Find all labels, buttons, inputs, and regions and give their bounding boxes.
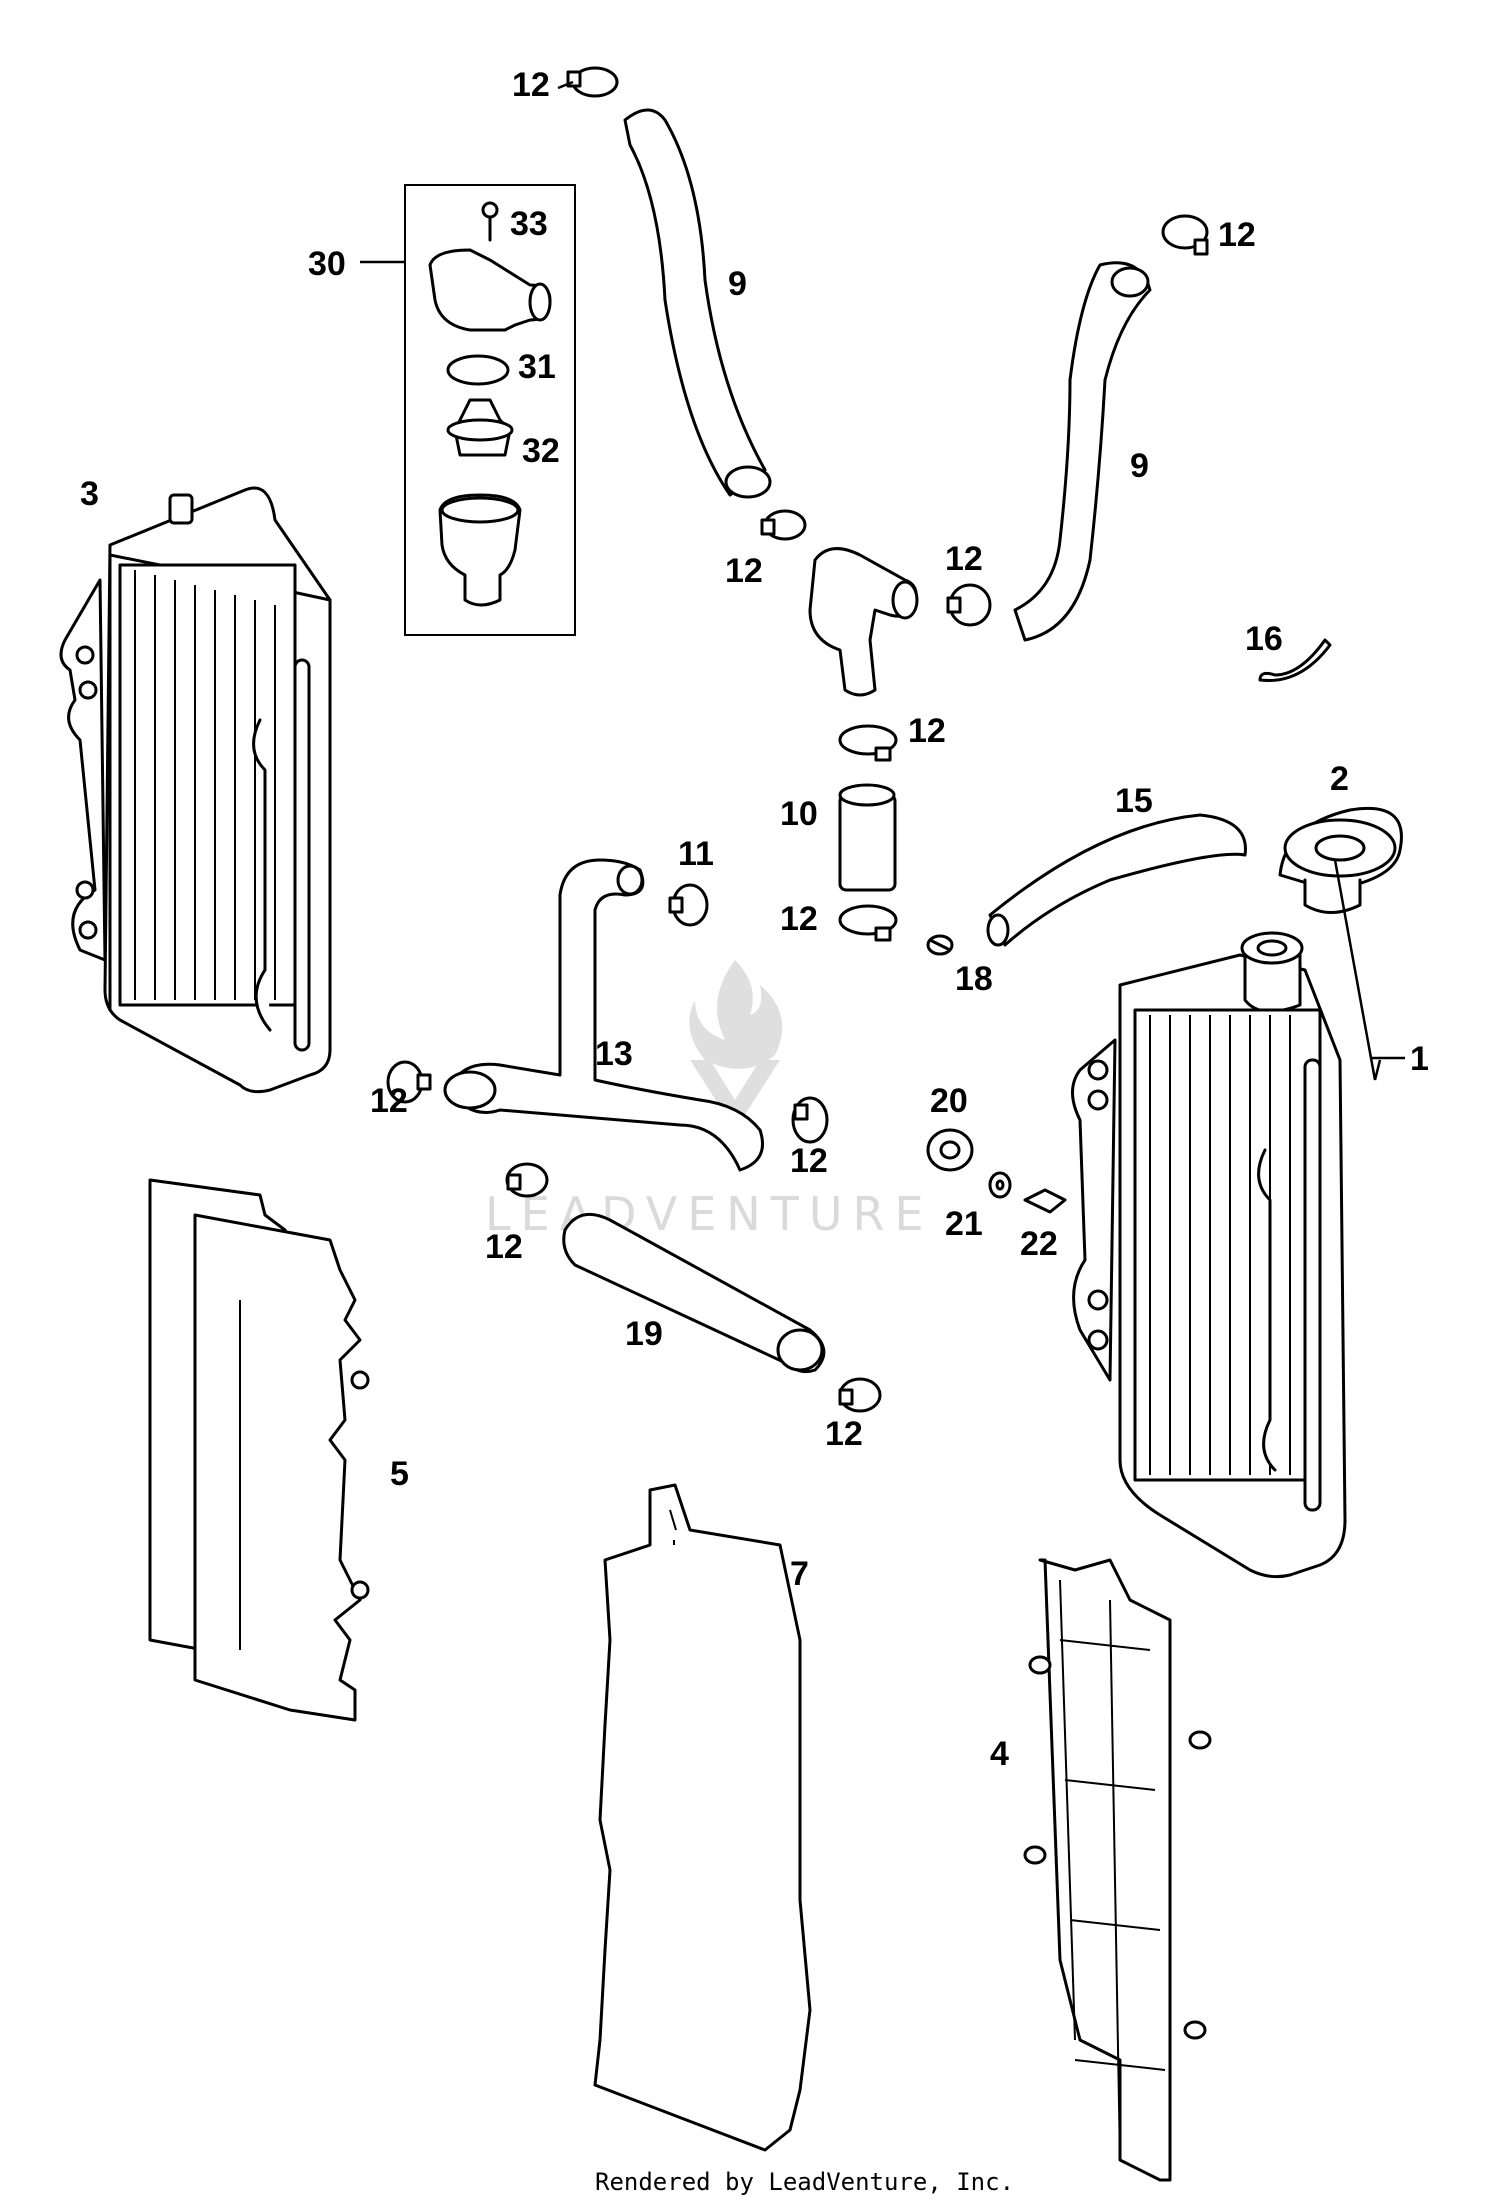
footer-credit: Rendered by LeadVenture, Inc. <box>595 2168 1014 2196</box>
callout-11: 11 <box>678 835 714 873</box>
thermostat-housing-kit <box>404 184 576 636</box>
radiator-screen-7 <box>593 1483 812 2152</box>
short-hose-10 <box>838 783 897 892</box>
radiator-cap <box>1278 806 1403 914</box>
overflow-hose-15 <box>988 813 1247 947</box>
clamp-12g <box>386 1060 432 1104</box>
clamp-12d <box>946 583 992 627</box>
callout-3: 3 <box>80 475 99 513</box>
callout-12f: 12 <box>780 900 818 938</box>
callout-labels: 1 2 3 4 5 7 9 9 10 11 12 12 12 12 12 12 … <box>80 66 1429 1773</box>
leadventure-watermark: LEADVENTURE <box>485 960 934 1241</box>
callout-12g: 12 <box>370 1082 408 1120</box>
left-radiator <box>59 486 332 1094</box>
callout-1: 1 <box>1410 1040 1429 1078</box>
hose-clamps-12 <box>386 66 1209 1413</box>
callout-16: 16 <box>1245 620 1283 658</box>
radiator-bracket-4 <box>1023 1558 1212 2182</box>
o-ring-31 <box>446 354 510 386</box>
clamp-12h <box>791 1096 829 1144</box>
callout-12a: 12 <box>512 66 550 104</box>
t-hose-13 <box>448 858 764 1172</box>
clamp-11 <box>668 883 709 927</box>
clamp-12f <box>838 904 898 942</box>
t-fitting <box>808 547 919 697</box>
callout-15: 15 <box>1115 782 1153 820</box>
clamp-12i <box>505 1162 549 1198</box>
callout-21: 21 <box>945 1205 983 1243</box>
clamp-18 <box>926 934 954 956</box>
clamp-12a <box>566 66 619 98</box>
callout-4: 4 <box>990 1735 1009 1773</box>
clip-16 <box>1258 638 1332 683</box>
upper-hose-9-left <box>623 108 767 497</box>
clamp-12j <box>838 1377 882 1413</box>
leader-lines <box>360 80 1405 1081</box>
callout-10: 10 <box>780 795 818 833</box>
watermark-text: LEADVENTURE <box>485 1187 934 1241</box>
callout-5: 5 <box>390 1455 409 1493</box>
bolt-22 <box>1023 1188 1067 1214</box>
callout-12c: 12 <box>725 552 763 590</box>
callout-32: 32 <box>522 432 560 470</box>
callout-7: 7 <box>790 1555 809 1593</box>
right-radiator <box>1071 931 1347 1579</box>
clamp-12e <box>838 724 898 762</box>
grommet-20 <box>926 1128 974 1172</box>
clamp-12c <box>760 509 807 541</box>
callout-12b: 12 <box>1218 216 1256 254</box>
thermostat-housing <box>438 493 522 607</box>
screw-33 <box>481 201 499 242</box>
callout-12h: 12 <box>790 1142 828 1180</box>
washer-21 <box>988 1171 1012 1199</box>
thermostat-cover <box>428 248 552 332</box>
callout-31: 31 <box>518 348 556 386</box>
callout-9-right: 9 <box>1130 447 1149 485</box>
callout-12d: 12 <box>945 540 983 578</box>
callout-9-left: 9 <box>728 265 747 303</box>
thermostat-32 <box>446 398 514 457</box>
callout-20: 20 <box>930 1082 968 1120</box>
callout-33: 33 <box>510 205 548 243</box>
callout-13: 13 <box>595 1035 633 1073</box>
callout-18: 18 <box>955 960 993 998</box>
radiator-guard-5 <box>148 1178 370 1722</box>
upper-hose-9-right <box>1013 261 1152 642</box>
callout-12e: 12 <box>908 712 946 750</box>
clamp-12b <box>1161 214 1209 256</box>
callout-30: 30 <box>308 245 346 283</box>
callout-2: 2 <box>1330 760 1349 798</box>
callout-22: 22 <box>1020 1225 1058 1263</box>
lower-hose-19 <box>562 1212 826 1374</box>
callout-12i: 12 <box>485 1228 523 1266</box>
callout-12j: 12 <box>825 1415 863 1453</box>
callout-19: 19 <box>625 1315 663 1353</box>
